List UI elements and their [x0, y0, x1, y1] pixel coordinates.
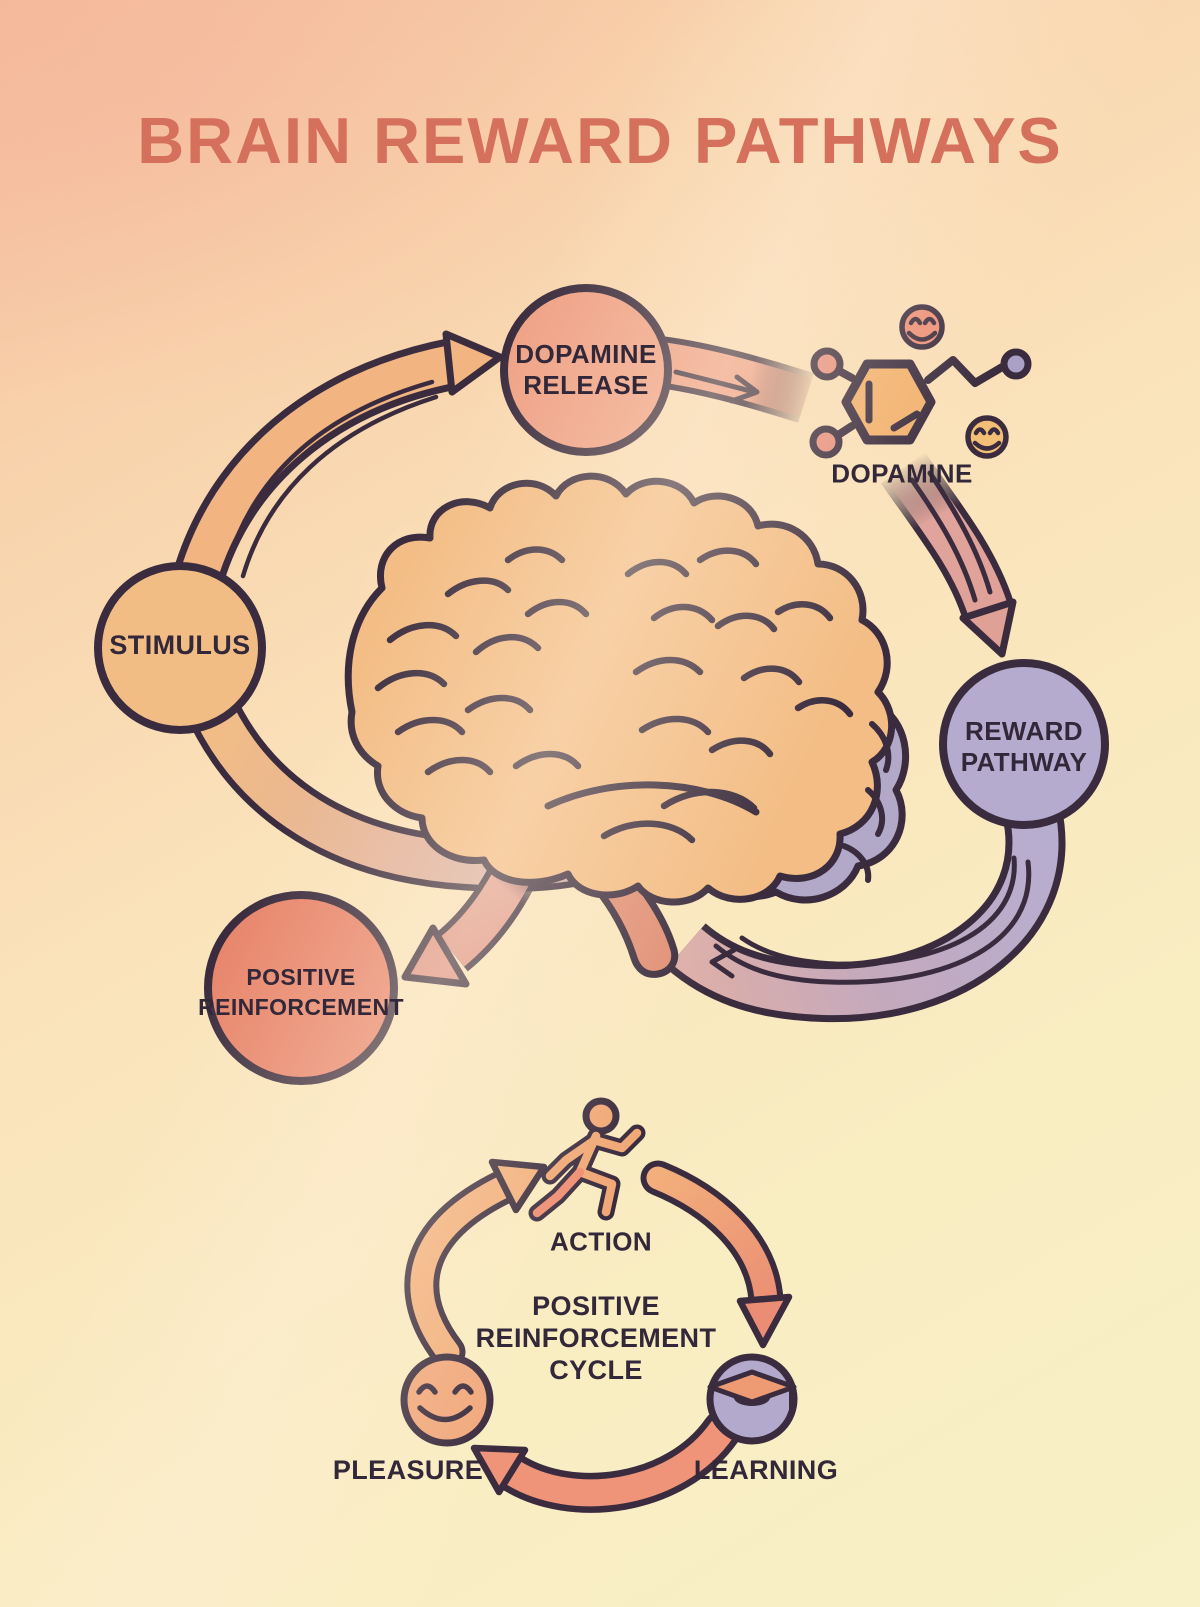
label-line: PATHWAY [960, 747, 1088, 777]
cycle-heading: POSITIVE REINFORCEMENT CYCLE [476, 1290, 717, 1386]
stimulus-node [94, 562, 266, 734]
brain-sulci [374, 546, 892, 883]
up-right-arrowhead-icon [488, 1158, 548, 1214]
left-arrowhead-icon [470, 1444, 529, 1496]
hydroxyl-node-icon [809, 425, 843, 459]
reward-to-brain-arrow [666, 805, 1066, 1023]
dopamine-release-label: DOPAMINE RELEASE [515, 339, 656, 401]
amine-node-icon [1000, 348, 1032, 380]
heading-line: CYCLE [549, 1355, 643, 1385]
page-title: BRAIN REWARD PATHWAYS [137, 104, 1063, 177]
reward-pathway-label: REWARD PATHWAY [961, 716, 1088, 778]
right-chevron-arrowhead-icon [729, 374, 760, 404]
down-arrowhead-icon [959, 598, 1017, 658]
down-left-arrowhead-icon [401, 924, 470, 988]
label-line: POSITIVE [246, 964, 356, 990]
reward-pathway-node [939, 659, 1109, 829]
label-line: RELEASE [523, 370, 649, 400]
heading-line: POSITIVE [532, 1291, 660, 1321]
heading-line: REINFORCEMENT [475, 1323, 717, 1353]
stimulus-to-dopamine-release-arrow [173, 330, 504, 586]
smiley-face-icon [899, 304, 945, 350]
dopamine-molecule-icon [809, 347, 1032, 459]
learning-label: LEARNING [693, 1454, 839, 1485]
up-right-arrowhead-icon [442, 330, 504, 396]
runner-icon [528, 1097, 646, 1222]
dopamine-release-to-molecule-arrow [656, 336, 814, 423]
smiley-face-icon [400, 1353, 494, 1447]
smiley-face-icon [965, 415, 1009, 459]
action-label: ACTION [549, 1226, 653, 1257]
action-to-learning-arrow [640, 1160, 793, 1349]
learning-to-pleasure-arrow [470, 1410, 742, 1513]
pleasure-label: PLEASURE [332, 1454, 484, 1485]
dopamine-molecule-label: DOPAMINE [831, 458, 973, 489]
positive-reinforcement-node [204, 891, 398, 1085]
label-line: DOPAMINE [515, 339, 657, 369]
label-line: REWARD [965, 716, 1083, 746]
dopamine-to-reward-pathway-arrow [880, 452, 1017, 658]
label-line: REINFORCEMENT [198, 994, 404, 1020]
brain-illustration [348, 462, 910, 978]
left-chevron-arrowhead-icon [709, 947, 737, 979]
stimulus-label: STIMULUS [109, 629, 251, 660]
dopamine-release-node [500, 284, 672, 456]
hydroxyl-node-icon [810, 347, 844, 381]
pleasure-to-action-arrow [404, 1158, 548, 1370]
down-arrowhead-icon [736, 1293, 793, 1349]
graduation-cap-icon [706, 1353, 798, 1445]
positive-reinforcement-label: POSITIVE REINFORCEMENT [198, 962, 404, 1022]
benzene-ring-icon [841, 359, 936, 445]
